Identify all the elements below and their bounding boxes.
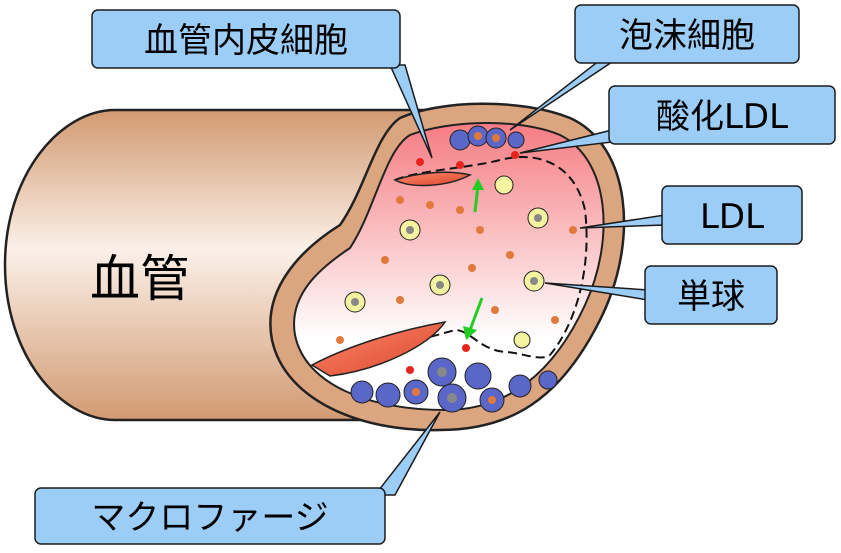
callout-endothelial-cells: 血管内皮細胞 [91, 9, 401, 69]
oxidized-ldl-particles [406, 151, 519, 374]
migration-arrow-down [463, 297, 484, 340]
callout-foam-cells: 泡沫細胞 [574, 4, 800, 64]
macrophage-label: マクロファージ [91, 498, 328, 538]
endothelial-cells-bottom [310, 320, 447, 377]
elastic-lamina-line [319, 156, 588, 369]
endothelial-cells-label: 血管内皮細胞 [144, 21, 348, 61]
callout-ldl: LDL [661, 185, 803, 245]
callout-pointers [373, 59, 666, 496]
monocyte-label: 単球 [677, 277, 745, 317]
ldl-label: LDL [700, 197, 764, 237]
monocyte-cells [344, 175, 549, 349]
ldl-particles [336, 196, 577, 344]
callout-monocyte: 単球 [644, 265, 778, 325]
oxidized-ldl-label: 酸化LDL [656, 97, 788, 137]
foam-cells-label: 泡沫細胞 [619, 16, 755, 56]
callout-macrophage: マクロファージ [34, 487, 386, 545]
migration-arrow-up [472, 178, 484, 213]
macrophage-cluster-bottom [350, 357, 558, 413]
vessel-label: 血管 [90, 250, 190, 308]
foam-cell-cluster-top [449, 125, 525, 151]
callout-oxidized-ldl: 酸化LDL [608, 85, 836, 145]
endothelial-cells-top [393, 171, 473, 187]
